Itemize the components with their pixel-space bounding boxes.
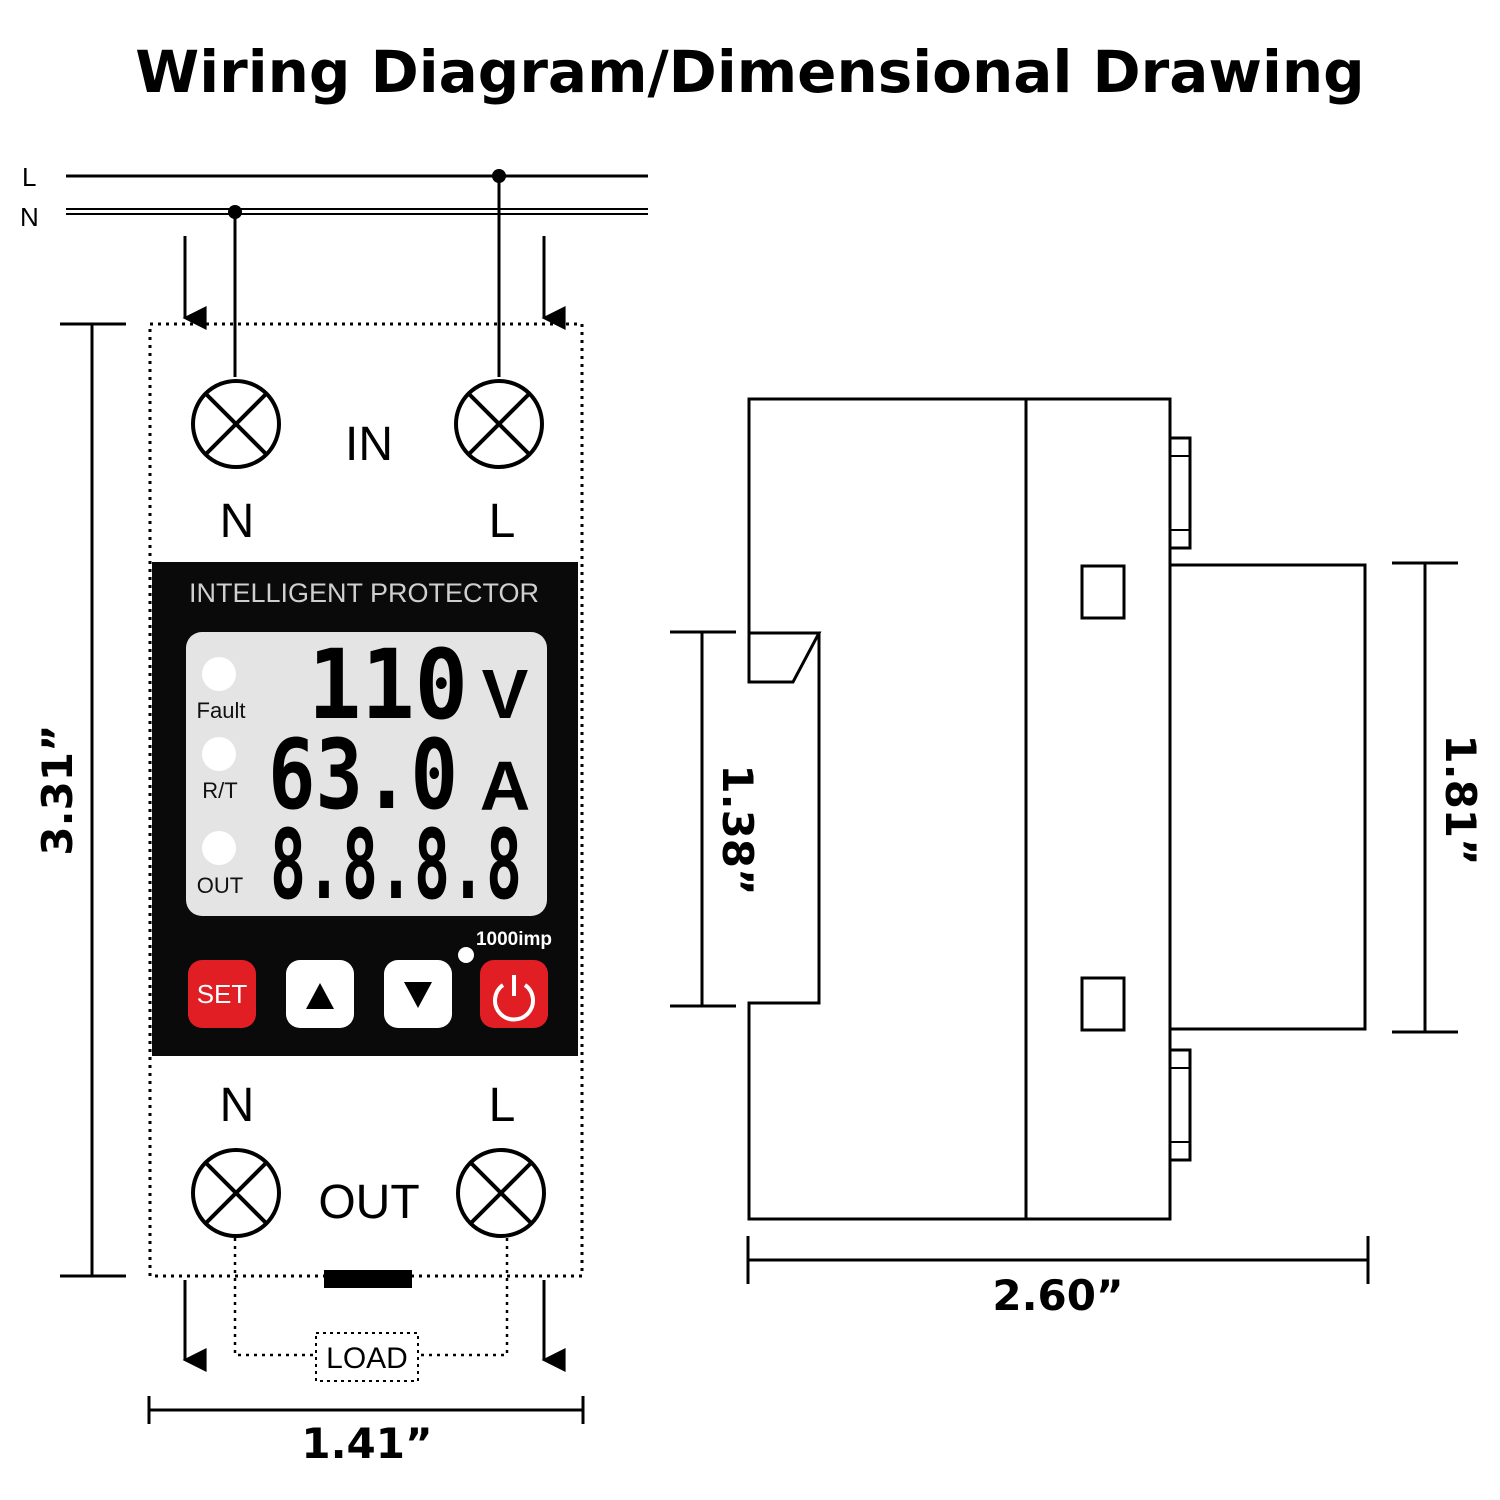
wiring-diagram: L N 3.31” IN N L <box>20 162 648 1468</box>
front-face <box>1168 563 1367 1031</box>
voltage-unit: V <box>482 655 529 733</box>
set-button[interactable]: SET <box>188 960 256 1028</box>
down-button[interactable] <box>384 960 452 1028</box>
front-dimension: 1.81” <box>1436 734 1485 865</box>
mains-line-label: L <box>22 162 36 192</box>
current-unit: A <box>480 747 531 825</box>
out-led <box>202 831 236 865</box>
load-box <box>315 1332 419 1382</box>
top-terminal-l-label: L <box>489 495 516 548</box>
power-button[interactable] <box>480 960 548 1028</box>
width-dimension: 1.41” <box>301 1419 432 1468</box>
top-terminal-n-label: N <box>220 495 255 548</box>
load-wire-left <box>233 1238 316 1357</box>
rt-label: R/T <box>202 778 237 803</box>
bottom-terminal-l-label: L <box>489 1079 516 1132</box>
panel-title: INTELLIGENT PROTECTOR <box>189 578 539 608</box>
page-title: Wiring Diagram/Dimensional Drawing <box>135 38 1364 106</box>
triangle-up-icon <box>306 983 334 1009</box>
lcd-screen <box>186 632 547 916</box>
fault-label: Fault <box>197 698 246 723</box>
load-label: LOAD <box>326 1342 408 1375</box>
set-button-label: SET <box>197 979 248 1009</box>
voltage-readout: 110 <box>308 629 468 741</box>
vent-slot-top <box>1080 564 1126 620</box>
din-clip <box>324 1270 412 1288</box>
vent-slot-bottom <box>1080 976 1126 1032</box>
terminal-cross-icon <box>456 1148 546 1238</box>
power-icon <box>493 975 535 1022</box>
bottom-terminal-n-label: N <box>220 1079 255 1132</box>
terminal-cross-icon <box>191 379 281 469</box>
in-label: IN <box>345 418 393 471</box>
current-readout: 63.0 <box>268 719 458 831</box>
triangle-down-icon <box>404 982 432 1008</box>
screw-tab-bottom <box>1168 1048 1192 1162</box>
auxiliary-readout: 8.8.8.8 <box>270 809 522 921</box>
out-label: OUT <box>318 1176 419 1229</box>
rail-hook <box>747 631 822 684</box>
imp-label: 1000imp <box>476 929 552 950</box>
fault-led <box>202 657 236 691</box>
depth-dimension: 2.60” <box>992 1271 1123 1320</box>
height-dimension: 3.31” <box>33 724 82 855</box>
mains-neutral-label: N <box>20 202 39 232</box>
up-button[interactable] <box>286 960 354 1028</box>
screw-tab-top <box>1168 436 1192 550</box>
rail-dimension: 1.38” <box>713 764 762 895</box>
terminal-cross-icon <box>454 379 544 469</box>
load-wire-right <box>418 1238 509 1357</box>
imp-led <box>458 947 474 963</box>
rt-led <box>202 737 236 771</box>
side-profile-drawing: 1.38” 1.81” 2.60” <box>670 397 1485 1320</box>
device-side-body <box>747 397 1172 1221</box>
out-indicator-label: OUT <box>197 873 243 898</box>
terminal-cross-icon <box>191 1148 281 1238</box>
